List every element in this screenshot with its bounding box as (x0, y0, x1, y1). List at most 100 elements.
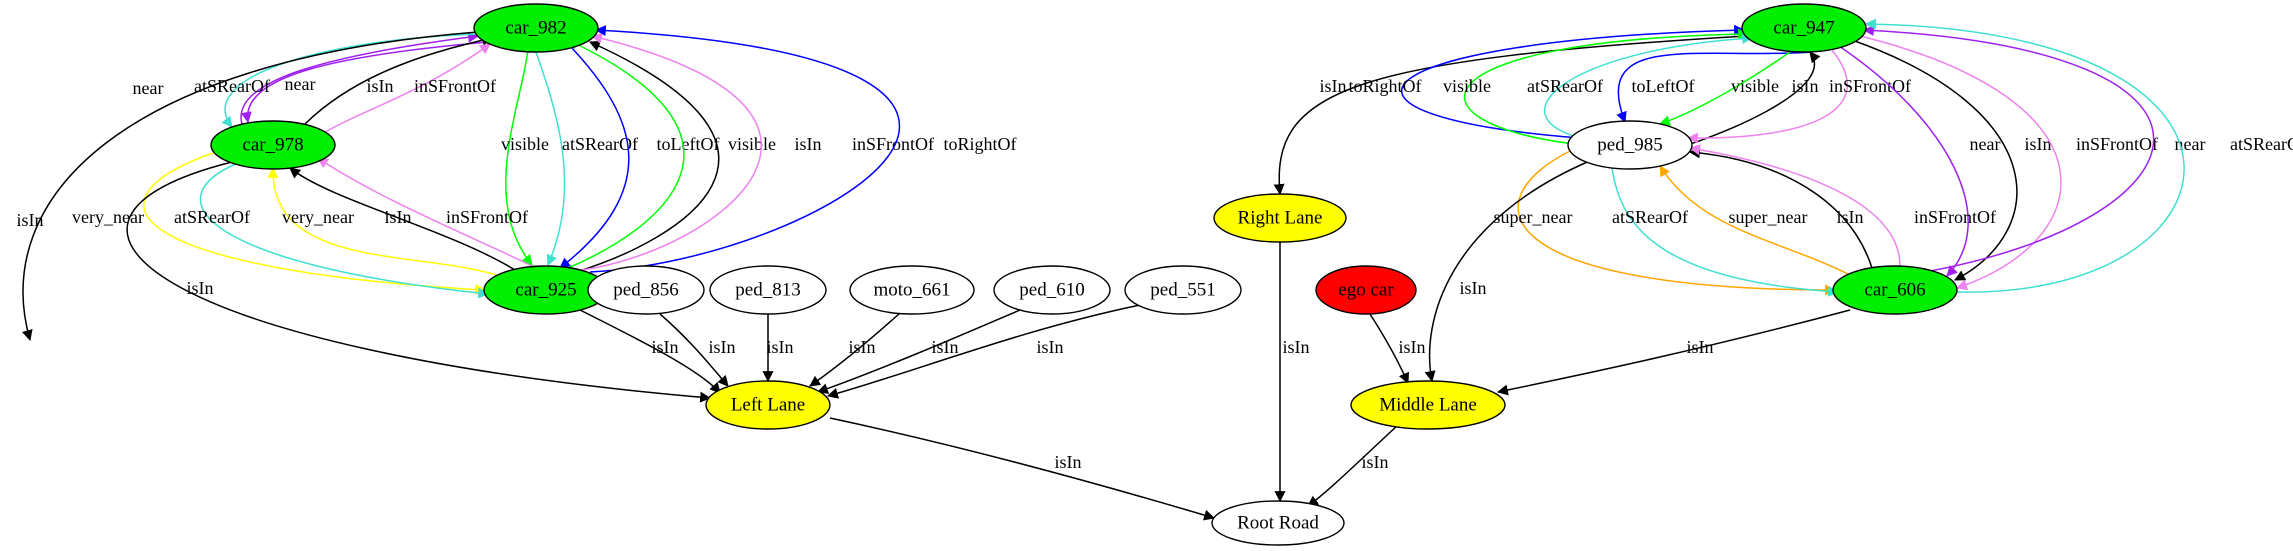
edge-ped_610-to-left_lane: isIn (816, 309, 1021, 394)
edge-label: inSFrontOf (1829, 76, 1911, 96)
node-right-lane[interactable]: Right Lane (1213, 193, 1347, 243)
node-car-947[interactable]: car_947 (1741, 3, 1867, 53)
edge-car_947-to-car_606: near (1835, 43, 2000, 277)
edge-label: isIn (767, 337, 794, 357)
edge-label: isIn (17, 210, 44, 230)
node-middle-lane[interactable]: Middle Lane (1350, 380, 1506, 430)
edge-line (581, 32, 763, 271)
node-car-982[interactable]: car_982 (473, 3, 599, 53)
node-ped-813[interactable]: ped_813 (709, 265, 827, 315)
edge-label: inSFrontOf (446, 207, 528, 227)
edge-label: isIn (1283, 337, 1310, 357)
edge-label: atSRearOf (1527, 76, 1603, 96)
edge-line (1659, 165, 1849, 275)
node-label: Middle Lane (1379, 395, 1477, 416)
edge-label: super_near (1494, 207, 1573, 227)
edge-label: inSFrontOf (852, 134, 934, 154)
edge-right_lane-to-root_road: isIn (1274, 241, 1310, 503)
edge-car_947-to-car_606: inSFrontOf (1859, 35, 2158, 291)
edge-line (1616, 51, 1813, 124)
edge-car_978-to-car_925: atSRearOf (174, 162, 490, 299)
edge-car_606-to-middle_lane: isIn (1496, 309, 1851, 396)
edge-line (126, 161, 712, 403)
node-shape (1741, 3, 1867, 53)
edge-line (304, 34, 494, 125)
edge-line (143, 149, 487, 295)
edge-label: atSRearOf (2230, 134, 2293, 154)
edge-ped_985-to-middle_lane: isIn (1424, 159, 1593, 383)
node-label: ped_551 (1150, 280, 1215, 301)
edge-label: very_near (282, 207, 354, 227)
edge-car_925-to-car_978: isIn (289, 167, 516, 271)
edge-label: isIn (385, 207, 412, 227)
node-car-606[interactable]: car_606 (1832, 265, 1958, 315)
node-ped-551[interactable]: ped_551 (1124, 265, 1242, 315)
node-ego-car[interactable]: ego car (1315, 265, 1417, 315)
edge-ped_985-to-car_947: visible (1443, 28, 1750, 146)
node-shape (1567, 120, 1693, 170)
edge-ped_856-to-left_lane: isIn (659, 313, 736, 387)
edge-line (1517, 149, 1837, 296)
edge-ped_985-to-car_947: atSRearOf (1527, 33, 1754, 141)
edge-car_925-to-car_982: isIn (575, 41, 822, 273)
edge-label: isIn (932, 337, 959, 357)
edge-label: isIn (2025, 134, 2052, 154)
edge-line (240, 31, 480, 125)
node-shape (1124, 265, 1242, 315)
edge-car_978-to-car_982: isIn (304, 34, 494, 125)
node-shape (705, 380, 831, 430)
edge-car_982-to-car_925: atSRearOf (535, 51, 638, 267)
edge-line (267, 166, 501, 277)
node-ped-610[interactable]: ped_610 (993, 265, 1111, 315)
node-shape (709, 265, 827, 315)
edge-label: atSRearOf (174, 207, 250, 227)
edge-line (809, 312, 901, 387)
edge-line (22, 31, 479, 342)
edge-label: isIn (795, 134, 822, 154)
edge-label: toRightOf (943, 134, 1016, 154)
node-label: car_606 (1864, 280, 1925, 301)
edge-line (1864, 18, 2185, 293)
node-left-lane[interactable]: Left Lane (705, 380, 831, 430)
edge-ped_813-to-left_lane: isIn (762, 313, 794, 383)
node-label: car_978 (242, 135, 303, 156)
node-label: moto_661 (873, 280, 950, 301)
edge-car_925-to-car_978: inSFrontOf (317, 157, 533, 267)
edge-car_606-to-ped_985: inSFrontOf (1688, 144, 1996, 267)
node-ped-985[interactable]: ped_985 (1567, 120, 1693, 170)
edge-car_947-to-ped_985: visible (1658, 51, 1791, 126)
node-root-road[interactable]: Root Road (1211, 500, 1345, 546)
edge-label: isIn (1792, 76, 1819, 96)
node-label: ped_985 (1597, 135, 1662, 156)
edge-label: visible (728, 134, 776, 154)
edge-label: isIn (1399, 337, 1426, 357)
node-shape (210, 120, 336, 170)
edge-label: isIn (1687, 337, 1714, 357)
edge-label: visible (501, 134, 549, 154)
node-label: ego car (1338, 280, 1394, 301)
edge-label: super_near (1729, 207, 1808, 227)
edge-label: isIn (849, 337, 876, 357)
edge-line (1401, 24, 1746, 139)
node-shape (1350, 380, 1506, 430)
edge-line (659, 313, 729, 387)
node-shape (473, 3, 599, 53)
node-moto-661[interactable]: moto_661 (849, 265, 975, 315)
edge-line (1669, 51, 1821, 151)
edge-line (289, 167, 516, 271)
edge-car_982-to-left_lane: isIn (17, 31, 479, 342)
node-label: ped_856 (613, 280, 678, 301)
edge-line (1369, 313, 1410, 385)
edge-label: isIn (709, 337, 736, 357)
edge-ego_car-to-middle_lane: isIn (1369, 313, 1426, 385)
node-car-978[interactable]: car_978 (210, 120, 336, 170)
edge-ped_985-to-car_606: super_near (1494, 149, 1837, 296)
node-ped-856[interactable]: ped_856 (587, 265, 705, 315)
edge-car_606-to-car_947: atSRearOf (1864, 18, 2293, 293)
edge-line (575, 41, 720, 273)
edge-car_947-to-right_lane: isIn (1273, 35, 1747, 196)
node-label: car_947 (1773, 18, 1834, 39)
edge-label: toRightOf (1348, 76, 1421, 96)
